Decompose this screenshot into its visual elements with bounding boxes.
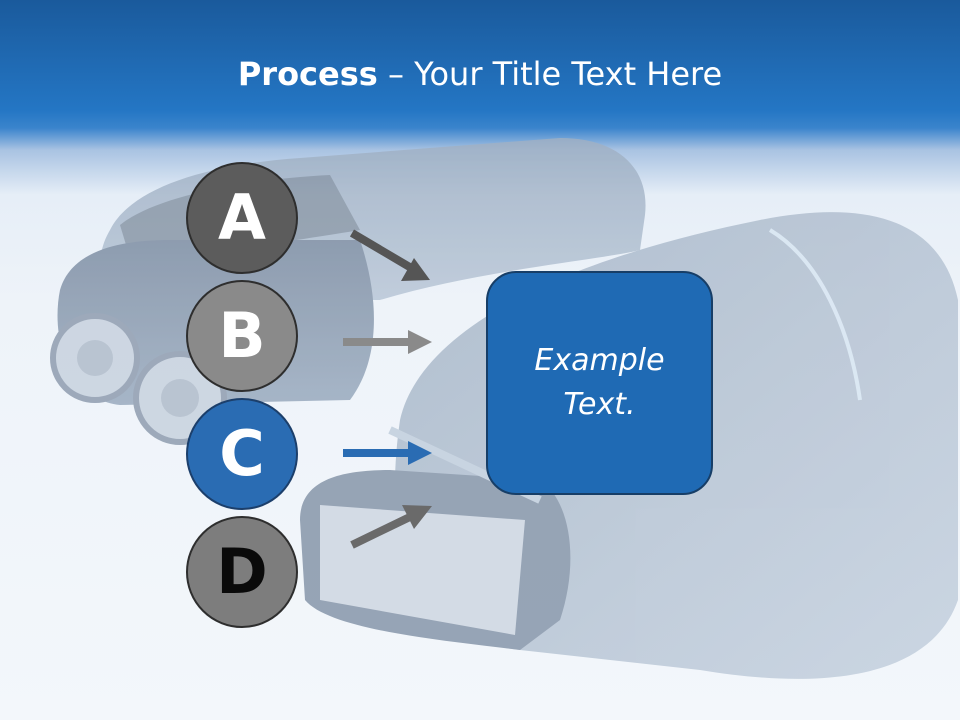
step-letter-a: A (218, 181, 266, 254)
example-text-box: Example Text. (486, 271, 713, 495)
title-bold-part: Process (237, 55, 378, 93)
step-letter-c: C (219, 417, 265, 490)
step-letter-b: B (218, 299, 266, 372)
step-circle-b: B (186, 280, 298, 392)
page-title: Process – Your Title Text Here (0, 52, 960, 96)
step-circle-c: C (186, 398, 298, 510)
step-circle-a: A (186, 162, 298, 274)
arrow-b-icon (343, 330, 432, 354)
arrow-a-icon (349, 229, 430, 281)
arrow-c-icon (343, 441, 432, 465)
title-rest: – Your Title Text Here (377, 55, 723, 93)
step-letter-d: D (216, 535, 268, 608)
arrow-d-icon (350, 505, 432, 549)
step-circle-d: D (186, 516, 298, 628)
example-text: Example Text. (534, 343, 665, 422)
